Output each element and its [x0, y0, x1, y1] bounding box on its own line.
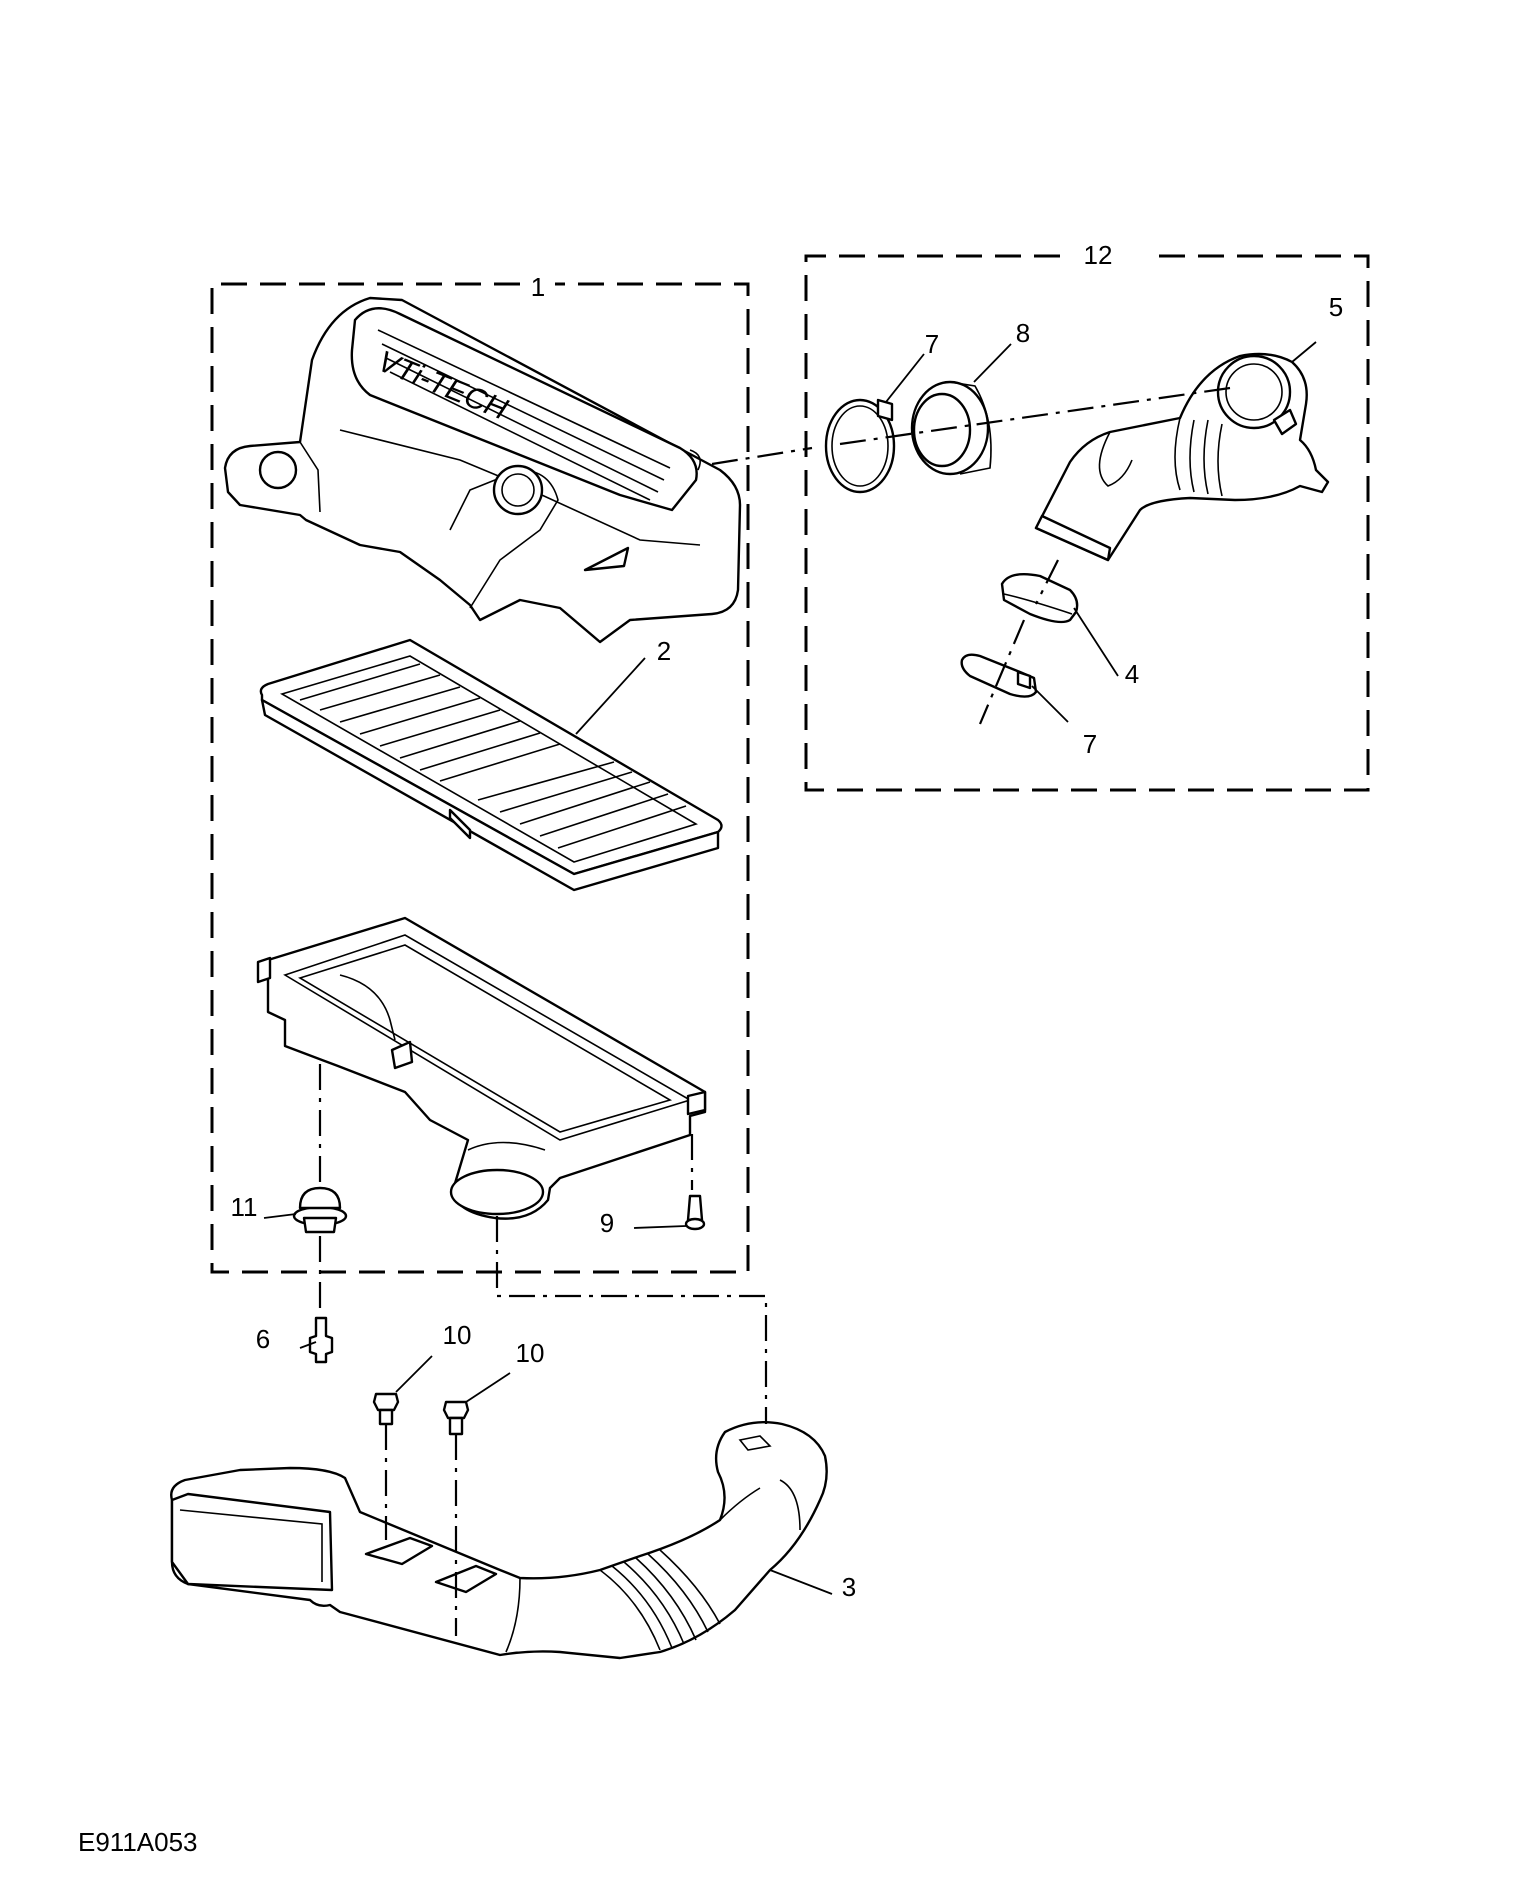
part-6-stud	[308, 1316, 334, 1364]
callout-7-upper: 7	[925, 329, 939, 359]
callout-11: 11	[231, 1192, 258, 1222]
callout-1: 1	[531, 272, 545, 302]
callout-2: 2	[657, 636, 671, 666]
part-7-hose-clip-lower	[960, 653, 1038, 698]
part-11-grommet	[292, 1186, 348, 1234]
callout-labels: 1 2 3 4 5 6 7 7 8 9 10 10 11 12	[231, 240, 1344, 1602]
part-9-screw	[684, 1194, 706, 1231]
callout-10-right: 10	[516, 1338, 545, 1368]
callout-8: 8	[1016, 318, 1030, 348]
callout-4: 4	[1125, 659, 1139, 689]
group-1-boundary	[210, 282, 750, 1274]
air-filter-element	[259, 638, 723, 892]
part-3-intake-duct	[170, 1421, 828, 1660]
part-5-resonator-elbow	[1034, 352, 1330, 562]
callout-3: 3	[842, 1572, 856, 1602]
callout-12: 12	[1084, 240, 1113, 270]
callout-leader-lines	[263, 341, 1317, 1595]
air-cleaner-box	[256, 916, 707, 1220]
callout-7-lower: 7	[1083, 729, 1097, 759]
assembly-centre-lines	[318, 386, 1231, 1636]
group-12-boundary	[804, 254, 1370, 792]
callout-9: 9	[600, 1208, 614, 1238]
part-4-seal	[1000, 573, 1079, 624]
callout-10-left: 10	[443, 1320, 472, 1350]
part-10-bolt-right	[442, 1400, 470, 1436]
callout-5: 5	[1329, 292, 1343, 322]
part-10-bolt-left	[372, 1392, 400, 1426]
air-cleaner-cover: VTi-TECH	[223, 296, 742, 644]
callout-6: 6	[256, 1324, 270, 1354]
drawing-code: E911A053	[78, 1827, 198, 1857]
part-7-hose-clip-upper	[824, 398, 896, 494]
